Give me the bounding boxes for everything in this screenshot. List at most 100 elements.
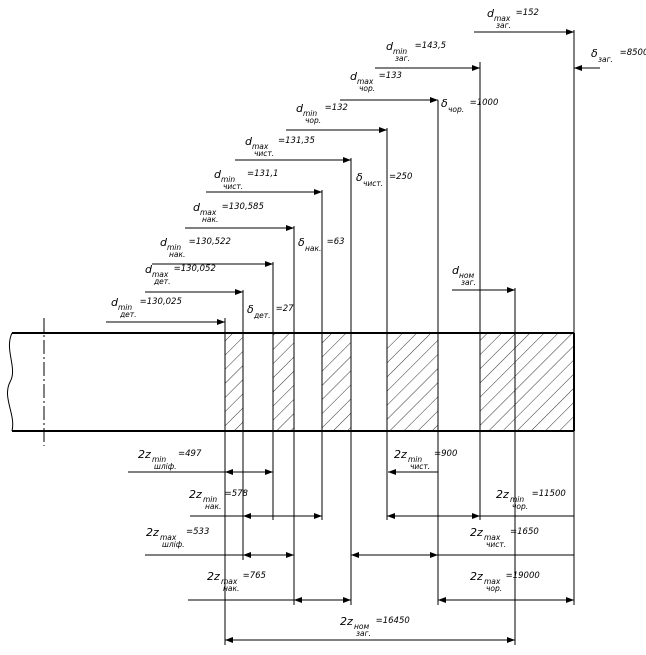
bottom-dimension-lines [128, 469, 574, 643]
subscript-1: min [303, 109, 317, 118]
value: =143,5 [415, 41, 446, 51]
symbol: δ [441, 97, 448, 110]
symbol: 2z [394, 448, 407, 461]
subscript-1: max [200, 208, 217, 217]
subscript-2: чор. [305, 116, 321, 125]
subscript-2: заг. [598, 55, 613, 64]
subscript-2: нак. [169, 250, 185, 259]
value: =16450 [376, 616, 410, 626]
subscript-1: max [160, 533, 177, 542]
subscript-1: max [494, 14, 511, 23]
hatched-zones [224, 332, 575, 432]
subscript-2: нак. [305, 244, 321, 253]
subscript-2: шліф. [162, 540, 185, 549]
subscript-2: чист. [223, 182, 243, 191]
subscript-1: max [484, 533, 501, 542]
symbol: δ [298, 236, 305, 249]
value: =250 [389, 172, 412, 182]
value: =900 [434, 449, 457, 459]
symbol: δ [247, 303, 254, 316]
subscript-2: дет. [153, 277, 171, 286]
subscript-1: max [221, 577, 238, 586]
value: =130,585 [222, 202, 264, 212]
zone-zag-2 [514, 332, 575, 432]
subscript-1: min [167, 243, 181, 252]
value: =533 [186, 527, 209, 537]
subscript-2: нак. [223, 584, 239, 593]
subscript-2: чор. [359, 84, 375, 93]
subscript-1: max [152, 270, 169, 279]
symbol: d [296, 102, 304, 115]
symbol: d [214, 168, 222, 181]
subscript-2: чор. [486, 584, 502, 593]
subscript-1: min [221, 175, 235, 184]
zone-det [224, 332, 244, 432]
symbol: d [487, 7, 495, 20]
subscript-1: min [393, 47, 407, 56]
symbol: δ [591, 47, 598, 60]
subscript-2: шліф. [154, 462, 177, 471]
symbol: d [160, 236, 168, 249]
symbol: d [193, 201, 201, 214]
value: =27 [276, 304, 295, 314]
value: =133 [379, 71, 402, 81]
zone-nak [272, 332, 295, 432]
subscript-2: дет. [253, 311, 271, 320]
subscript-1: max [484, 577, 501, 586]
value: =8500 [620, 48, 646, 58]
subscript-2: заг. [461, 278, 476, 287]
subscript-1: ном [459, 271, 474, 280]
subscript-1: min [118, 303, 132, 312]
zone-chist [321, 332, 352, 432]
subscript-1: ном [354, 622, 369, 631]
subscript-2: дет. [119, 310, 137, 319]
subscript-1: min [152, 455, 166, 464]
value: =132 [325, 103, 348, 113]
symbol: d [245, 135, 253, 148]
value: =1000 [470, 98, 499, 108]
symbol: δ [356, 171, 363, 184]
subscript-2: чист. [410, 462, 430, 471]
value: =130,025 [140, 297, 182, 307]
value: =130,522 [189, 237, 231, 247]
subscript-1: max [252, 142, 269, 151]
subscript-2: заг. [395, 54, 410, 63]
value: =765 [243, 571, 266, 581]
symbol: 2z [146, 526, 159, 539]
symbol: 2z [138, 448, 151, 461]
subscript-2: заг. [496, 21, 511, 30]
symbol: d [145, 263, 153, 276]
value: =63 [327, 237, 345, 247]
subscript-2: чист. [254, 149, 274, 158]
symbol: 2z [189, 488, 202, 501]
value: =497 [178, 449, 202, 459]
subscript-2: нак. [205, 502, 221, 511]
symbol: 2z [496, 488, 509, 501]
value: =130,052 [174, 264, 216, 274]
value: =152 [516, 8, 539, 18]
value: =578 [225, 489, 249, 499]
subscript-1: max [357, 77, 374, 86]
subscript-2: чист. [363, 179, 383, 188]
value: =11500 [532, 489, 566, 499]
